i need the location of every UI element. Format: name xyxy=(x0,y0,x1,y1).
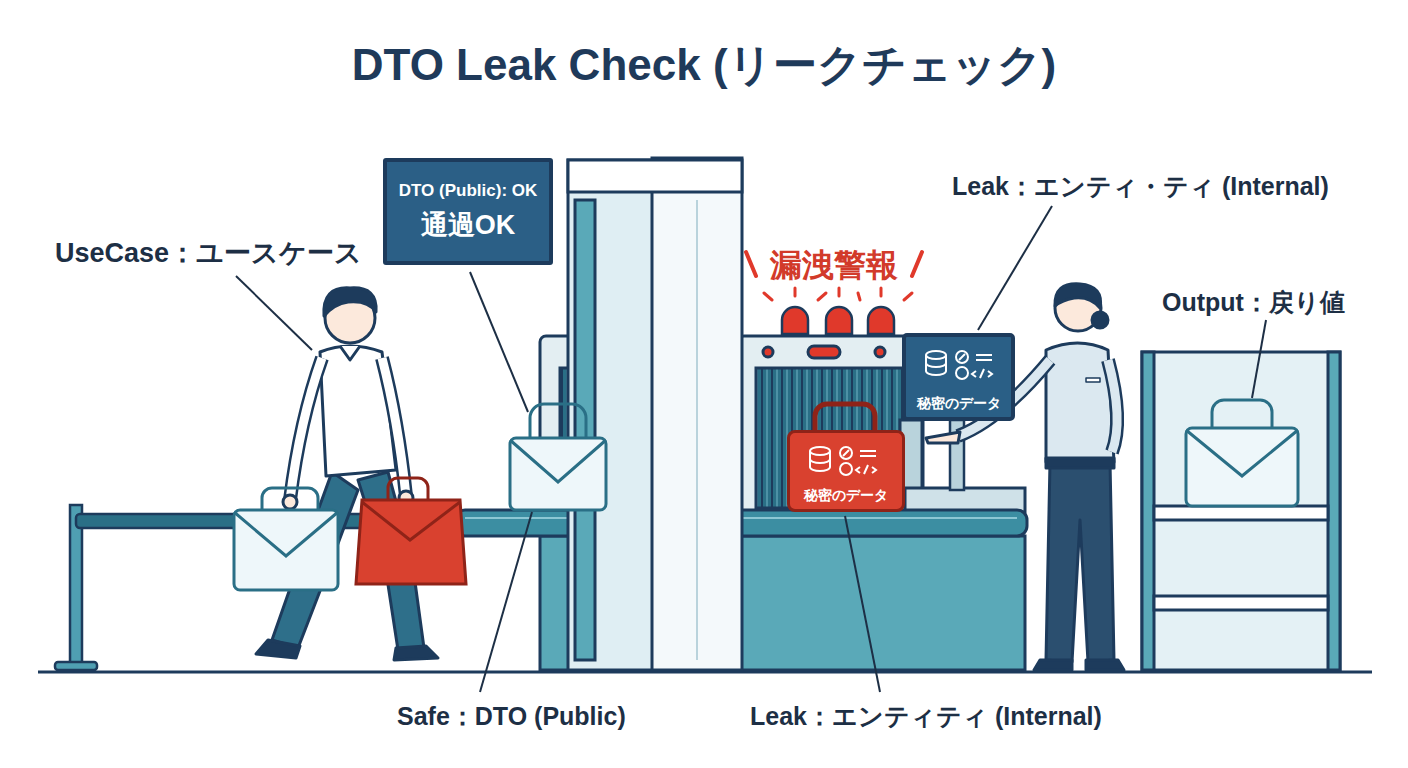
alarm-beacons xyxy=(764,288,912,334)
data-icons xyxy=(800,439,884,481)
callout-label: UseCase：ユースケース xyxy=(55,235,362,271)
callout-label: Leak：エンティティ (Internal) xyxy=(750,700,1102,733)
traveller xyxy=(256,288,438,660)
red-bag-handle xyxy=(815,404,875,432)
callout-label: Safe：DTO (Public) xyxy=(397,700,626,733)
dto-bag xyxy=(510,404,606,510)
status-sign: DTO (Public): OK 通過OK xyxy=(383,158,553,265)
node-text: 秘密のデータ xyxy=(917,395,1001,413)
node-text: 通過OK xyxy=(421,207,516,243)
leader-lines xyxy=(236,206,1266,692)
traveller-bags xyxy=(234,478,466,590)
alarm-text: 漏洩警報 xyxy=(770,244,898,288)
data-icons xyxy=(916,343,1000,385)
entity-bag: 秘密のデータ xyxy=(787,430,905,512)
output-booth xyxy=(1142,352,1340,670)
node-text: DTO (Public): OK xyxy=(399,181,538,201)
diagram-title: DTO Leak Check (リークチェック) xyxy=(352,36,1056,95)
node-text: 秘密のデータ xyxy=(804,487,888,505)
monitor-screen: 秘密のデータ xyxy=(902,333,1015,421)
security-gate xyxy=(568,158,742,670)
callout-label: Output：戻り値 xyxy=(1162,286,1345,319)
callout-label: Leak：エンティ・ティ (Internal) xyxy=(952,170,1329,203)
